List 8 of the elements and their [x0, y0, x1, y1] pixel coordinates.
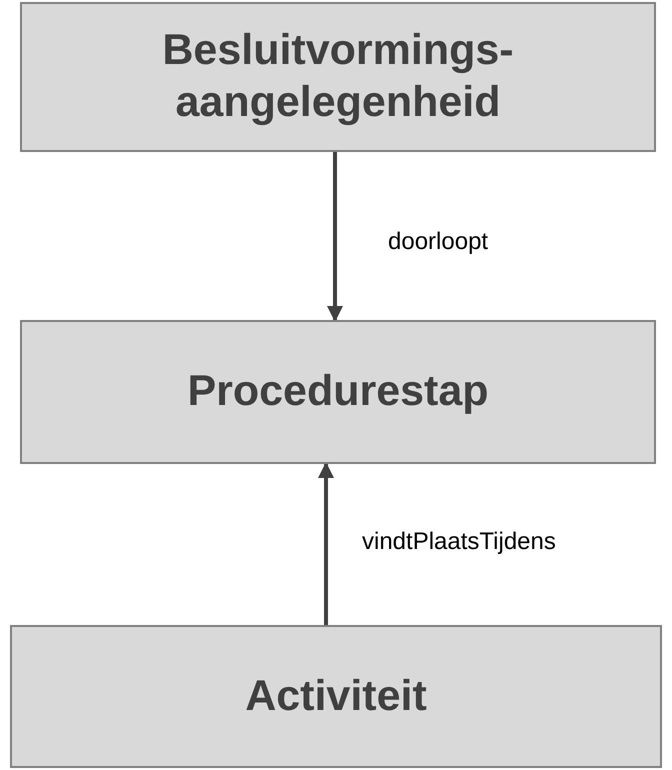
entity-name: Procedurestap — [187, 366, 489, 418]
entity-box — [20, 320, 656, 464]
entity-box — [20, 2, 656, 152]
entity-name: Besluitvormings-aangelegenheid — [161, 25, 515, 128]
entity-box — [10, 625, 662, 768]
arrow — [327, 152, 343, 322]
entity-name: Activiteit — [245, 670, 427, 722]
arrow — [318, 462, 334, 625]
